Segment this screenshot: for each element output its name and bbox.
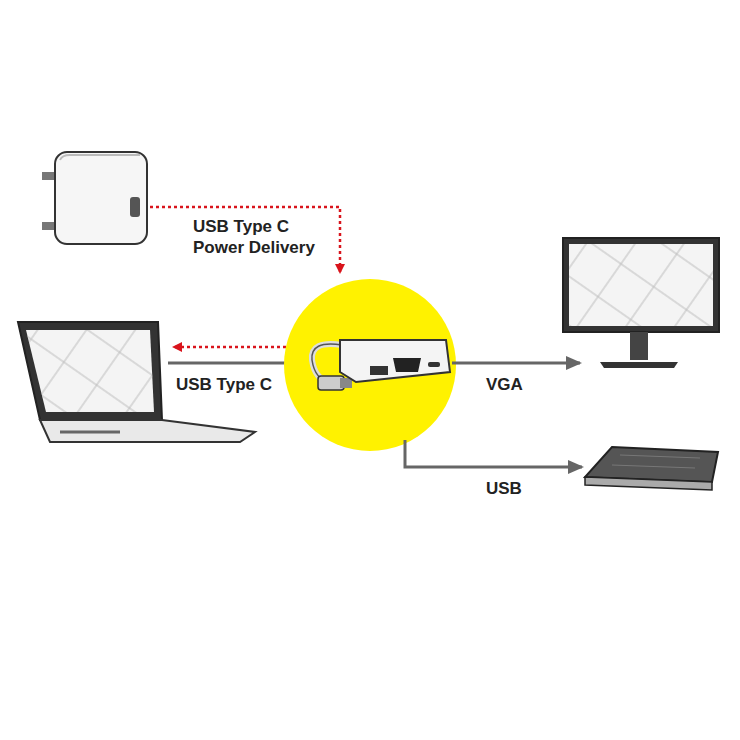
vga-line <box>452 362 580 365</box>
usb-c-label: USB Type C <box>176 374 296 395</box>
usb-line <box>405 440 582 467</box>
vga-label: VGA <box>486 374 546 395</box>
power-path <box>150 207 340 272</box>
monitor <box>563 238 719 368</box>
power-to-laptop <box>174 346 292 349</box>
highlight-circle <box>284 279 456 451</box>
usb-c-adapter <box>312 340 450 390</box>
power-charger <box>42 152 147 244</box>
external-drive <box>585 447 718 490</box>
usb-c-line <box>168 362 296 365</box>
power-delivery-label: USB Type C Power Delivery <box>193 216 338 258</box>
usb-label: USB <box>486 478 546 499</box>
